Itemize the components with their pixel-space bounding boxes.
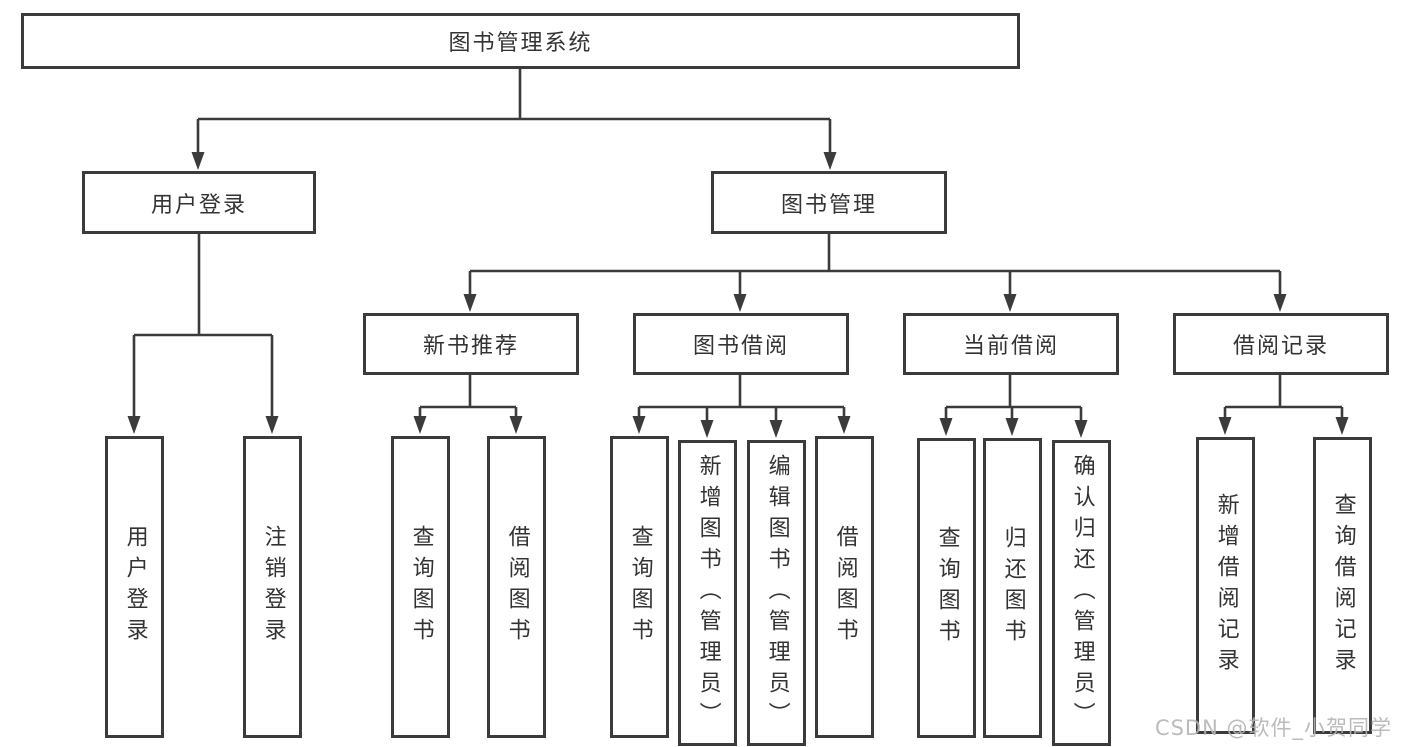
leaf-records-query-record: 查询借阅记录	[1313, 437, 1372, 734]
arrowhead-icon	[265, 416, 279, 434]
arrowhead-icon	[939, 418, 953, 436]
leaf-recommend-borrow-books-label: 借阅图书	[504, 525, 530, 649]
arrowhead-icon	[509, 416, 523, 434]
arrowhead-icon	[413, 416, 427, 434]
node-book-management: 图书管理	[711, 171, 947, 234]
arrowhead-icon	[1335, 417, 1349, 435]
connector-new-books-split	[420, 375, 516, 409]
arrowhead-icon	[1003, 294, 1017, 312]
node-current-borrow: 当前借阅	[903, 313, 1119, 375]
arrowhead-icon	[632, 416, 646, 434]
arrow-stems-borrow-leaves	[637, 407, 846, 426]
arrowhead-icon	[1273, 294, 1287, 312]
leaf-current-return-books: 归还图书	[983, 438, 1042, 738]
connector-book-mgmt-split	[470, 234, 1280, 273]
arrowhead-icon	[1218, 417, 1232, 435]
leaf-recommend-query-books: 查询图书	[391, 436, 450, 738]
leaf-logout-login: 注销登录	[243, 436, 302, 738]
node-new-book-recommend: 新书推荐	[363, 313, 579, 375]
node-user-login: 用户登录	[82, 171, 316, 234]
node-book-management-label: 图书管理	[780, 192, 877, 218]
leaf-current-return-books-label: 归还图书	[1000, 526, 1026, 650]
arrowhead-icon	[733, 294, 747, 312]
arrowhead-icon	[1074, 420, 1088, 438]
leaf-recommend-query-books-label: 查询图书	[408, 525, 434, 649]
leaf-user-login: 用户登录	[105, 436, 164, 738]
arrowheads	[127, 152, 1349, 438]
node-new-book-recommend-label: 新书推荐	[422, 334, 519, 359]
node-root-label: 图书管理系统	[448, 31, 593, 56]
leaf-user-login-label: 用户登录	[122, 525, 148, 649]
leaf-borrow-query-books-label: 查询图书	[627, 525, 653, 649]
node-book-borrow-label: 图书借阅	[692, 334, 789, 359]
connector-current-borrow-split	[946, 375, 1081, 409]
leaf-recommend-borrow-books: 借阅图书	[487, 436, 546, 738]
csdn-watermark: CSDN @软件_小贺同学	[1154, 716, 1392, 740]
connector-borrow-records-split	[1225, 375, 1342, 409]
arrowhead-icon	[127, 416, 141, 434]
node-borrow-records: 借阅记录	[1173, 313, 1389, 375]
leaf-borrow-add-books-admin: 新增图书（管理员）	[678, 440, 737, 746]
arrowhead-icon	[700, 420, 714, 438]
arrowhead-icon	[837, 416, 851, 434]
leaf-current-confirm-return-admin: 确认归还（管理员）	[1052, 440, 1111, 746]
arrow-stems-recommend-leaves	[418, 407, 518, 422]
arrowhead-icon	[823, 152, 837, 170]
leaf-current-query-books: 查询图书	[917, 438, 976, 738]
arrow-stems-level2	[196, 119, 832, 158]
leaf-borrow-edit-books-admin: 编辑图书（管理员）	[747, 440, 806, 746]
leaf-borrow-query-books: 查询图书	[610, 436, 669, 738]
arrowhead-icon	[463, 294, 477, 312]
node-root: 图书管理系统	[21, 13, 1020, 69]
connector-book-borrow-split	[639, 375, 844, 409]
arrowhead-icon	[191, 152, 205, 170]
leaf-logout-login-label: 注销登录	[260, 525, 286, 649]
node-current-borrow-label: 当前借阅	[962, 334, 1059, 359]
leaf-borrow-borrow-books: 借阅图书	[815, 436, 874, 738]
arrow-stems-level3	[468, 271, 1282, 300]
node-user-login-label: 用户登录	[150, 192, 247, 218]
connector-user-login-split	[134, 234, 272, 337]
leaf-borrow-add-books-admin-label: 新增图书（管理员）	[695, 453, 721, 733]
leaf-records-query-record-label: 查询借阅记录	[1330, 492, 1356, 679]
leaf-records-add-record-label: 新增借阅记录	[1213, 492, 1239, 679]
node-book-borrow: 图书借阅	[633, 313, 849, 375]
arrowhead-icon	[1005, 418, 1019, 436]
arrow-stems-user-leaves	[132, 335, 274, 422]
arrow-stems-records-leaves	[1223, 407, 1344, 423]
arrowhead-icon	[769, 420, 783, 438]
leaf-current-confirm-return-admin-label: 确认归还（管理员）	[1069, 453, 1095, 733]
node-borrow-records-label: 借阅记录	[1232, 334, 1329, 359]
leaf-borrow-borrow-books-label: 借阅图书	[832, 525, 858, 649]
leaf-records-add-record: 新增借阅记录	[1196, 437, 1255, 734]
leaf-borrow-edit-books-admin-label: 编辑图书（管理员）	[764, 453, 790, 733]
leaf-current-query-books-label: 查询图书	[934, 526, 960, 650]
connector-root-split	[198, 69, 830, 121]
connector-stems	[132, 69, 1344, 426]
